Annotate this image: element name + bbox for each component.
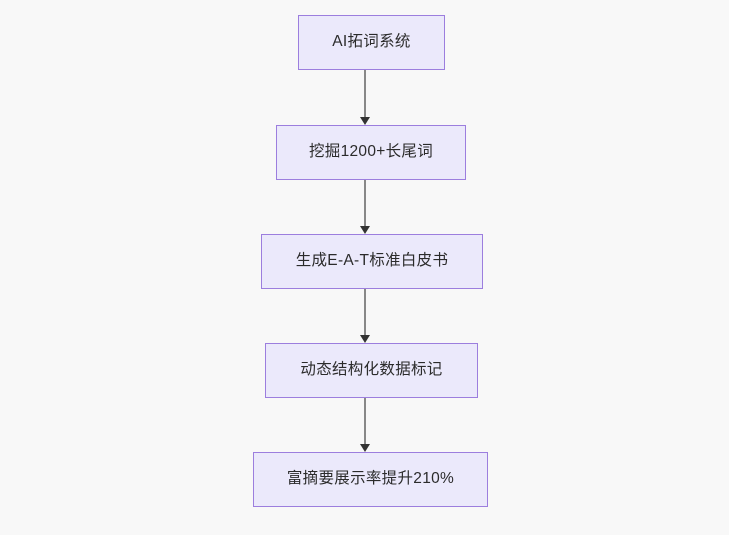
arrow-line xyxy=(364,180,366,227)
flowchart-arrow-n2-n3 xyxy=(358,180,372,234)
flowchart-node-label: 生成E-A-T标准白皮书 xyxy=(295,252,449,270)
flowchart-node-label: AI拓词系统 xyxy=(332,33,411,51)
flowchart-node-n5[interactable]: 富摘要展示率提升210% xyxy=(253,452,488,507)
flowchart-node-label: 动态结构化数据标记 xyxy=(300,361,443,379)
flowchart-node-n2[interactable]: 挖掘1200+长尾词 xyxy=(276,125,466,180)
flowchart-arrow-n1-n2 xyxy=(358,70,372,125)
flowchart-node-n3[interactable]: 生成E-A-T标准白皮书 xyxy=(261,234,483,289)
arrow-line xyxy=(364,289,366,336)
flowchart-node-n1[interactable]: AI拓词系统 xyxy=(298,15,445,70)
flowchart-node-n4[interactable]: 动态结构化数据标记 xyxy=(265,343,478,398)
flowchart-arrow-n4-n5 xyxy=(358,398,372,452)
flowchart-arrow-n3-n4 xyxy=(358,289,372,343)
arrow-head-icon xyxy=(360,335,370,343)
flowchart-node-label: 挖掘1200+长尾词 xyxy=(308,143,434,161)
arrow-line xyxy=(364,70,366,118)
arrow-head-icon xyxy=(360,226,370,234)
arrow-line xyxy=(364,398,366,445)
arrow-head-icon xyxy=(360,444,370,452)
arrow-head-icon xyxy=(360,117,370,125)
flowchart-node-label: 富摘要展示率提升210% xyxy=(286,470,455,488)
